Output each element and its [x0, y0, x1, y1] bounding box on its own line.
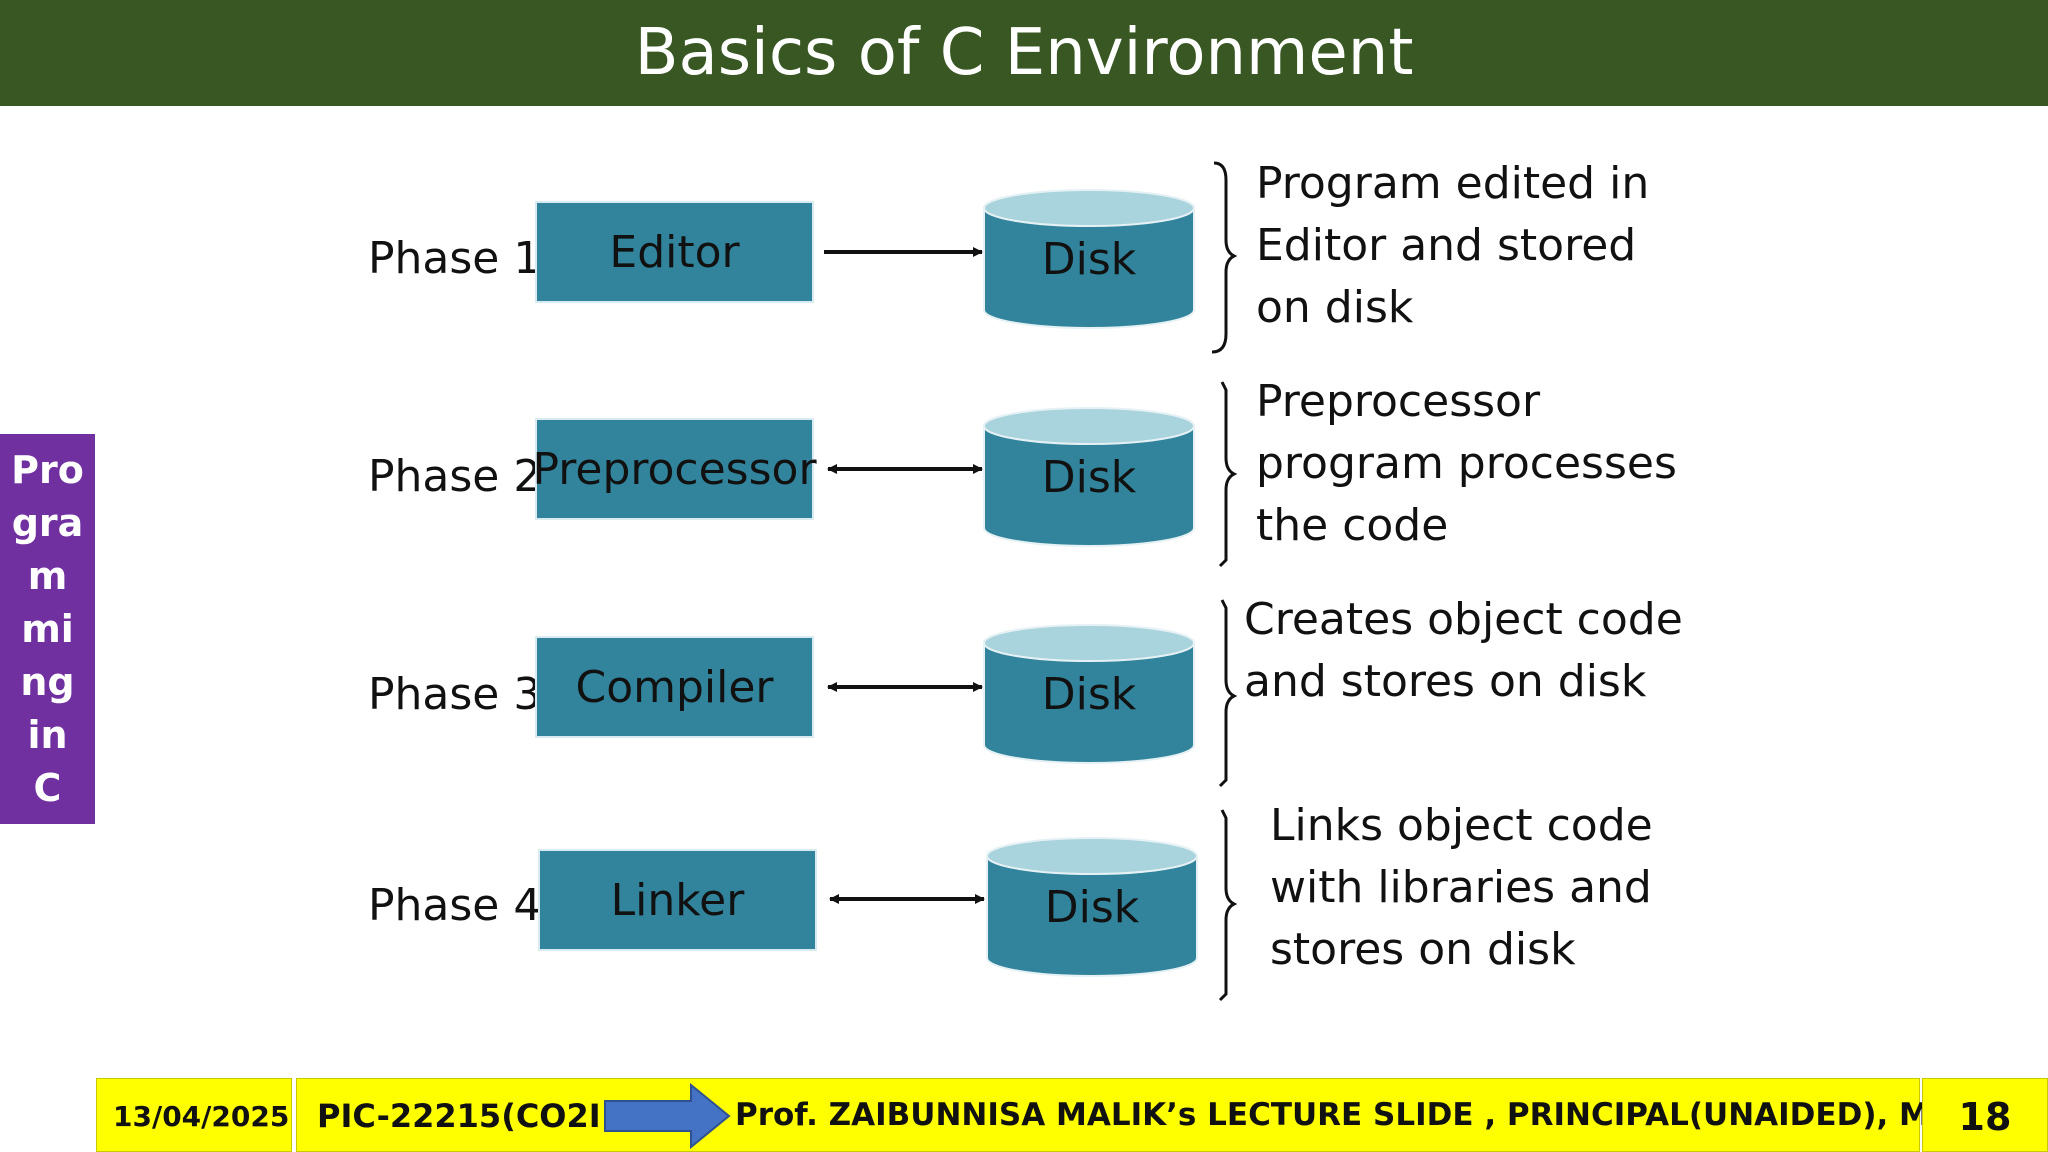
side-tab-line: Pro — [11, 448, 84, 492]
phase-label: Phase 2 — [368, 451, 542, 502]
page-number: 18 — [1958, 1095, 2012, 1139]
side-tab-line: gra — [11, 501, 84, 545]
note-phase-2: Preprocessor program processes the code — [1256, 371, 1677, 557]
disk-label: Disk — [1041, 452, 1137, 503]
note-phase-3: Creates object code and stores on disk — [1244, 589, 1683, 713]
note-line: the code — [1256, 500, 1449, 551]
brace-phase-3 — [1218, 599, 1238, 788]
footer-date-box: 13/04/2025 — [96, 1078, 292, 1152]
footer-presenter: Prof. ZAIBUNNISA MALIK’s LECTURE SLIDE ,… — [735, 1097, 2022, 1133]
note-line: Program edited in — [1256, 158, 1650, 209]
note-line: Preprocessor — [1256, 376, 1541, 427]
brace-phase-1 — [1211, 161, 1238, 354]
stage-preprocessor: Preprocessor — [532, 418, 817, 520]
side-tab-line: in — [27, 713, 68, 757]
disk-phase-1: Disk — [982, 188, 1196, 330]
disk-phase-3: Disk — [982, 623, 1196, 765]
side-tab-line: C — [33, 766, 62, 810]
brace-phase-4 — [1218, 809, 1238, 1002]
side-tab: Pro gra m mi ng in C — [0, 434, 95, 824]
right-arrow-icon — [604, 1083, 731, 1149]
side-tab-line: mi — [21, 607, 74, 651]
disk-phase-2: Disk — [982, 406, 1196, 548]
footer-page-box: 18 — [1922, 1078, 2048, 1152]
disk-label: Disk — [1041, 669, 1137, 720]
disk-phase-4: Disk — [985, 836, 1199, 978]
disk-label: Disk — [1044, 882, 1140, 933]
footer-info-box: PIC-22215(CO2I ) Prof. ZAIBUNNISA MALIK’… — [296, 1078, 2022, 1152]
note-phase-4: Links object code with libraries and sto… — [1270, 795, 1653, 981]
disk-icon — [983, 189, 1195, 329]
note-line: and stores on disk — [1244, 656, 1647, 707]
disk-icon — [986, 837, 1198, 977]
note-phase-1: Program edited in Editor and stored on d… — [1256, 153, 1649, 339]
title-bar: Basics of C Environment — [0, 0, 2048, 106]
note-line: Links object code — [1270, 800, 1653, 851]
side-tab-line: ng — [20, 660, 75, 704]
note-line: Editor and stored — [1256, 220, 1637, 271]
disk-label: Disk — [1041, 234, 1137, 285]
note-line: program processes — [1256, 438, 1677, 489]
slide-title: Basics of C Environment — [634, 16, 1414, 90]
stage-editor: Editor — [535, 201, 814, 303]
stage-compiler: Compiler — [535, 636, 814, 738]
note-line: Creates object code — [1244, 594, 1683, 645]
phase-label: Phase 1 — [368, 233, 542, 284]
brace-phase-2 — [1218, 381, 1238, 568]
disk-icon — [983, 407, 1195, 547]
phase-label: Phase 3 — [368, 669, 542, 720]
footer-date: 13/04/2025 — [113, 1100, 290, 1133]
side-tab-line: m — [27, 554, 68, 598]
note-line: on disk — [1256, 282, 1414, 333]
footer-course-code: PIC-22215(CO2I ) — [317, 1097, 627, 1135]
disk-icon — [983, 624, 1195, 764]
stage-linker: Linker — [538, 849, 817, 951]
phase-label: Phase 4 — [368, 880, 542, 931]
note-line: with libraries and — [1270, 862, 1652, 913]
note-line: stores on disk — [1270, 924, 1576, 975]
